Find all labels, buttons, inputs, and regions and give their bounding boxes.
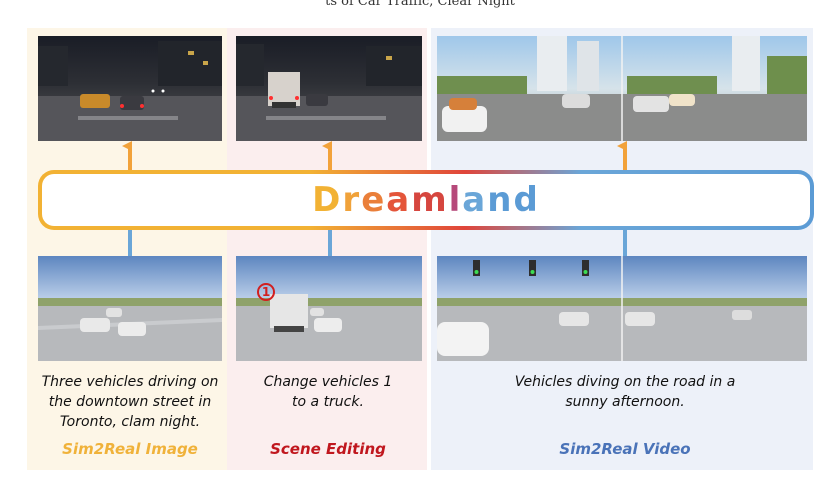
dreamland-title-letter: d [513,180,540,220]
dreamland-title-letter: a [386,180,412,220]
dreamland-title-letter: l [448,180,463,220]
caption-line: Three vehicles driving on [41,374,219,390]
dreamland-model-box: Dreamland [38,170,814,230]
dreamland-title-letter: e [361,180,387,220]
vehicle-badge: 1 [257,283,275,301]
dreamland-title-letter: n [487,180,514,220]
dreamland-title-letter: r [342,180,362,220]
caption-line: Change vehicles 1 [263,374,393,390]
output-image-night-street [38,36,222,141]
label-scene-editing: Scene Editing [270,440,386,458]
output-image-night-truck [236,36,422,141]
caption-line: the downtown street in [48,394,212,410]
dreamland-title: Dreamland [312,180,540,220]
dreamland-title-letter: a [462,180,488,220]
label-sim2real-image: Sim2Real Image [62,440,198,458]
header-partial-text: ts of Car Traffic, Clear Night [325,0,515,9]
label-sim2real-video: Sim2Real Video [559,440,691,458]
caption-line: to a truck. [292,394,364,410]
caption-line: Toronto, clam night. [59,414,201,430]
dreamland-model-inner: Dreamland [42,174,810,226]
input-sim-image-vehicles [38,256,222,361]
output-video-frames-sunny [437,36,807,141]
input-sim-image-edited [236,256,422,361]
dreamland-title-letter: m [411,180,449,220]
caption-sim2real-image: Three vehicles driving on the downtown s… [30,372,230,432]
input-sim-video-frames [437,256,807,361]
caption-sim2real-video: Vehicles diving on the road in a sunny a… [460,372,790,412]
caption-scene-editing: Change vehicles 1 to a truck. [228,372,428,412]
caption-line: sunny afternoon. [565,394,685,410]
dreamland-title-letter: D [312,180,343,220]
caption-line: Vehicles diving on the road in a [514,374,736,390]
